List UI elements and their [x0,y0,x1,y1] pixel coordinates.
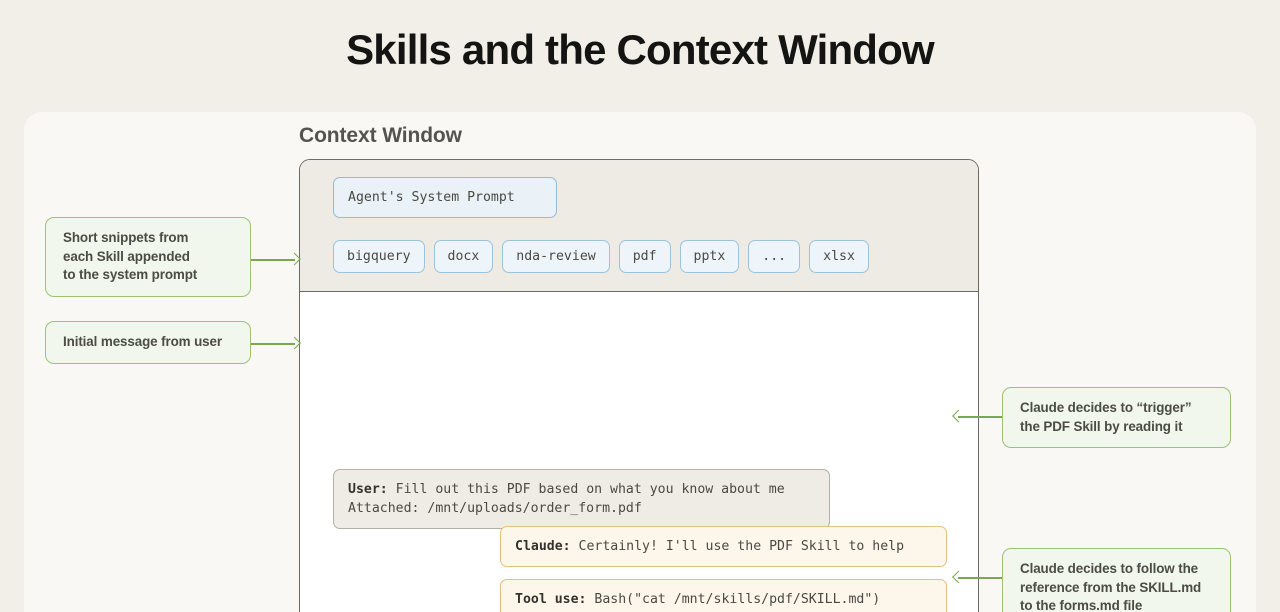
skill-chip-pptx[interactable]: pptx [679,240,740,273]
claude-text: Certainly! I'll use the PDF Skill to hel… [570,539,905,554]
annotation-skill-snippets: Short snippets from each Skill appended … [45,217,251,297]
annotation-4-line1: Claude decides to follow the [1020,561,1198,576]
skill-chip-pdf[interactable]: pdf [618,240,671,273]
arrow-left-trigger-skill [952,409,1002,423]
tool-use-text: Bash("cat /mnt/skills/pdf/SKILL.md") [586,592,881,607]
context-window-box: Agent's System Prompt bigquery docx nda-… [299,159,979,612]
arrow-line [958,416,1002,418]
annotation-1-line2: each Skill appended [63,248,190,264]
user-prefix: User: [348,482,388,497]
system-prompt-text: Agent's System Prompt [348,190,515,205]
page-title: Skills and the Context Window [346,26,935,73]
annotation-3-line2: the PDF Skill by reading it [1020,418,1183,434]
skill-chip-docx[interactable]: docx [433,240,494,273]
context-window-label: Context Window [299,124,462,147]
arrow-right-initial-message [251,336,301,350]
annotation-4-line2: reference from the SKILL.md [1020,579,1202,595]
annotation-2-line1: Initial message from user [63,334,222,349]
conversation-section: User: Fill out this PDF based on what yo… [300,292,978,612]
arrow-line [251,343,295,345]
arrow-line [251,259,295,261]
annotation-trigger-skill: Claude decides to “trigger” the PDF Skil… [1002,387,1231,449]
arrow-head-icon [288,336,301,350]
user-line1: Fill out this PDF based on what you know… [387,482,785,497]
skill-chip-list: bigquery docx nda-review pdf pptx ... xl… [333,240,869,273]
skill-chip-bigquery[interactable]: bigquery [333,240,425,273]
annotation-1-line1: Short snippets from [63,230,189,245]
system-prompt-section: Agent's System Prompt bigquery docx nda-… [300,160,978,292]
arrow-right-skill-snippets [251,252,301,266]
arrow-left-follow-reference [952,570,1002,584]
message-user: User: Fill out this PDF based on what yo… [333,469,830,529]
skill-chip-nda-review[interactable]: nda-review [502,240,610,273]
annotation-follow-reference: Claude decides to follow the reference f… [1002,548,1231,612]
annotation-3-line1: Claude decides to “trigger” [1020,400,1192,415]
tool-use-prefix: Tool use: [515,592,587,607]
skill-chip-xlsx[interactable]: xlsx [809,240,869,273]
user-line2: Attached: /mnt/uploads/order_form.pdf [348,501,642,516]
annotation-1-line3: to the system prompt [63,267,198,283]
arrow-head-icon [952,570,965,584]
message-claude-reply: Claude: Certainly! I'll use the PDF Skil… [500,526,947,567]
message-tool-use-skill-md: Tool use: Bash("cat /mnt/skills/pdf/SKIL… [500,579,947,612]
arrow-head-icon [952,409,965,423]
arrow-line [958,577,1002,579]
arrow-head-icon [288,252,301,266]
annotation-initial-message: Initial message from user [45,321,251,364]
claude-prefix: Claude: [515,539,571,554]
system-prompt-box: Agent's System Prompt [333,177,557,218]
annotation-4-line3: to the forms.md file [1020,598,1143,612]
skill-chip-ellipsis[interactable]: ... [748,240,801,273]
